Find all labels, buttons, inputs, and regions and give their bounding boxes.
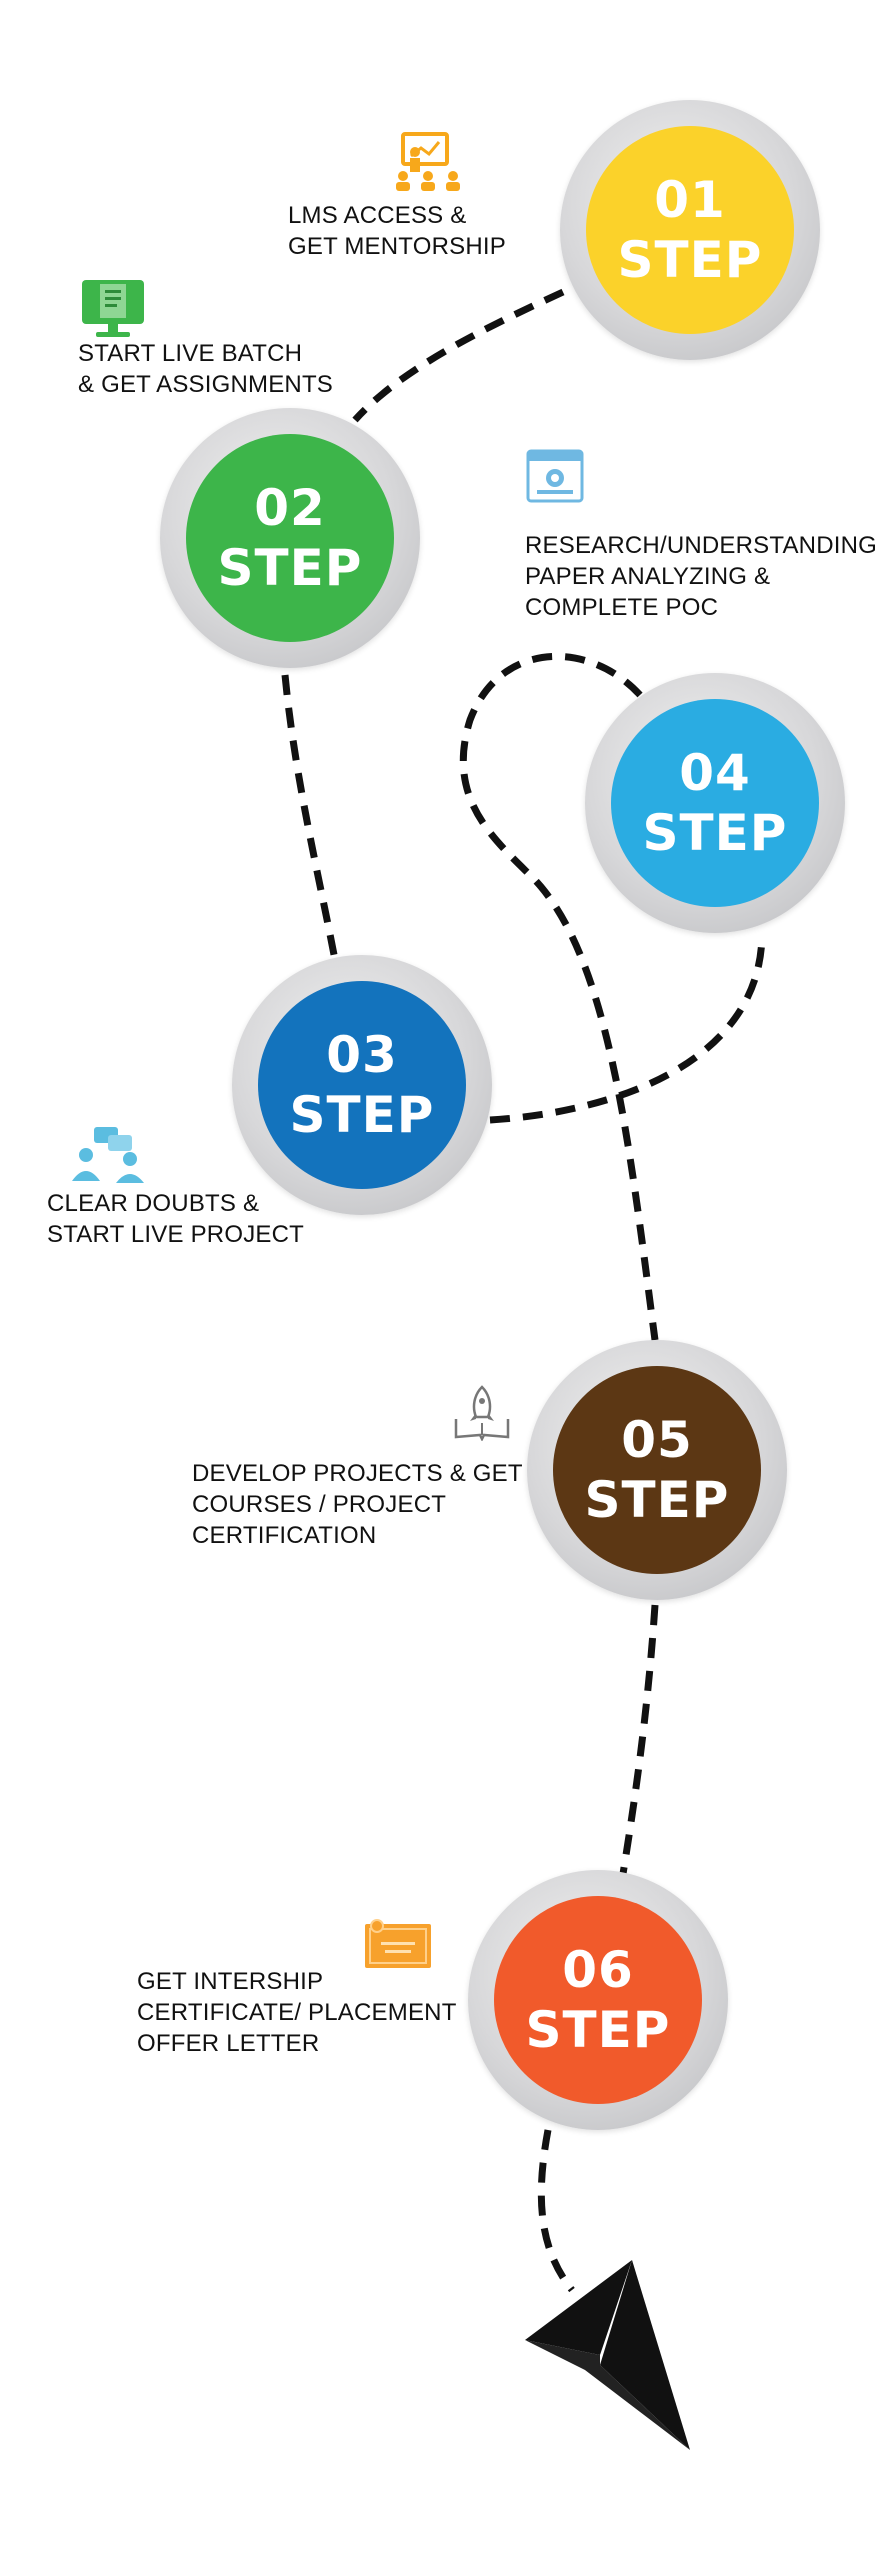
teacher-presentation-icon xyxy=(396,132,460,191)
step-2-disc: 02 STEP xyxy=(186,434,394,642)
discussion-people-icon xyxy=(72,1127,144,1183)
step-5-label-line: DEVELOP PROJECTS & GET xyxy=(192,1460,523,1487)
step-2-label-line: & GET ASSIGNMENTS xyxy=(78,371,334,398)
step-3-word: STEP xyxy=(289,1086,435,1144)
step-2-circle: 02 STEP xyxy=(160,408,420,668)
step-4-label-line: COMPLETE POC xyxy=(525,594,719,621)
step-5-circle: 05 STEP xyxy=(527,1340,787,1600)
step-4-circle: 04 STEP xyxy=(585,673,845,933)
step-1-label: LMS ACCESS & GET MENTORSHIP xyxy=(288,200,506,262)
step-3-number: 03 xyxy=(326,1026,398,1084)
step-6-label-line: CERTIFICATE/ PLACEMENT xyxy=(137,1999,457,2026)
step-6-label-line: GET INTERSHIP xyxy=(137,1968,324,1995)
path-segment-6-end xyxy=(537,2129,575,2293)
step-4-number: 04 xyxy=(679,744,751,802)
step-6-label: GET INTERSHIP CERTIFICATE/ PLACEMENT OFF… xyxy=(137,1966,457,2059)
step-6-disc: 06 STEP xyxy=(494,1896,702,2104)
step-3-label: CLEAR DOUBTS & START LIVE PROJECT xyxy=(47,1188,304,1250)
step-1-disc: 01 STEP xyxy=(586,126,794,334)
step-2-label-line: START LIVE BATCH xyxy=(78,340,303,367)
step-3-circle: 03 STEP xyxy=(232,955,492,1215)
step-2-number: 02 xyxy=(254,479,326,537)
step-4-word: STEP xyxy=(642,804,788,862)
step-1-label-line: GET MENTORSHIP xyxy=(288,233,506,260)
step-4-label-line: PAPER ANALYZING & xyxy=(525,563,771,590)
path-segment-2-3 xyxy=(281,674,339,961)
step-1-number: 01 xyxy=(654,171,726,229)
certificate-icon xyxy=(365,1919,431,1968)
path-segment-1-2 xyxy=(352,288,565,423)
step-1-circle: 01 STEP xyxy=(560,100,820,360)
step-5-word: STEP xyxy=(584,1471,730,1529)
rocket-book-icon xyxy=(454,1385,510,1441)
step-2-word: STEP xyxy=(217,539,363,597)
path-segment-4-5 xyxy=(459,652,659,1341)
step-5-label-line: COURSES / PROJECT xyxy=(192,1491,447,1518)
step-5-number: 05 xyxy=(621,1411,693,1469)
step-5-label-line: CERTIFICATION xyxy=(192,1522,377,1549)
step-1-label-line: LMS ACCESS & xyxy=(288,202,467,229)
step-3-label-line: START LIVE PROJECT xyxy=(47,1221,304,1248)
step-5-disc: 05 STEP xyxy=(553,1366,761,1574)
step-6-word: STEP xyxy=(525,2001,671,2059)
step-6-label-line: OFFER LETTER xyxy=(137,2030,320,2057)
step-3-label-line: CLEAR DOUBTS & xyxy=(47,1190,260,1217)
step-4-label: RESEARCH/UNDERSTANDING PAPER ANALYZING &… xyxy=(525,530,877,623)
step-4-label-line: RESEARCH/UNDERSTANDING xyxy=(525,532,877,559)
research-browser-icon xyxy=(526,449,584,503)
paper-plane-arrow-icon xyxy=(525,2260,690,2450)
step-2-label: START LIVE BATCH & GET ASSIGNMENTS xyxy=(78,338,333,400)
path-segment-3-4 xyxy=(489,934,766,1124)
path-segment-5-6 xyxy=(618,1604,659,1881)
step-5-label: DEVELOP PROJECTS & GET COURSES / PROJECT… xyxy=(192,1458,523,1551)
monitor-document-icon xyxy=(82,280,144,337)
step-1-word: STEP xyxy=(617,231,763,289)
step-3-disc: 03 STEP xyxy=(258,981,466,1189)
step-6-number: 06 xyxy=(562,1941,634,1999)
step-6-circle: 06 STEP xyxy=(468,1870,728,2130)
step-4-disc: 04 STEP xyxy=(611,699,819,907)
